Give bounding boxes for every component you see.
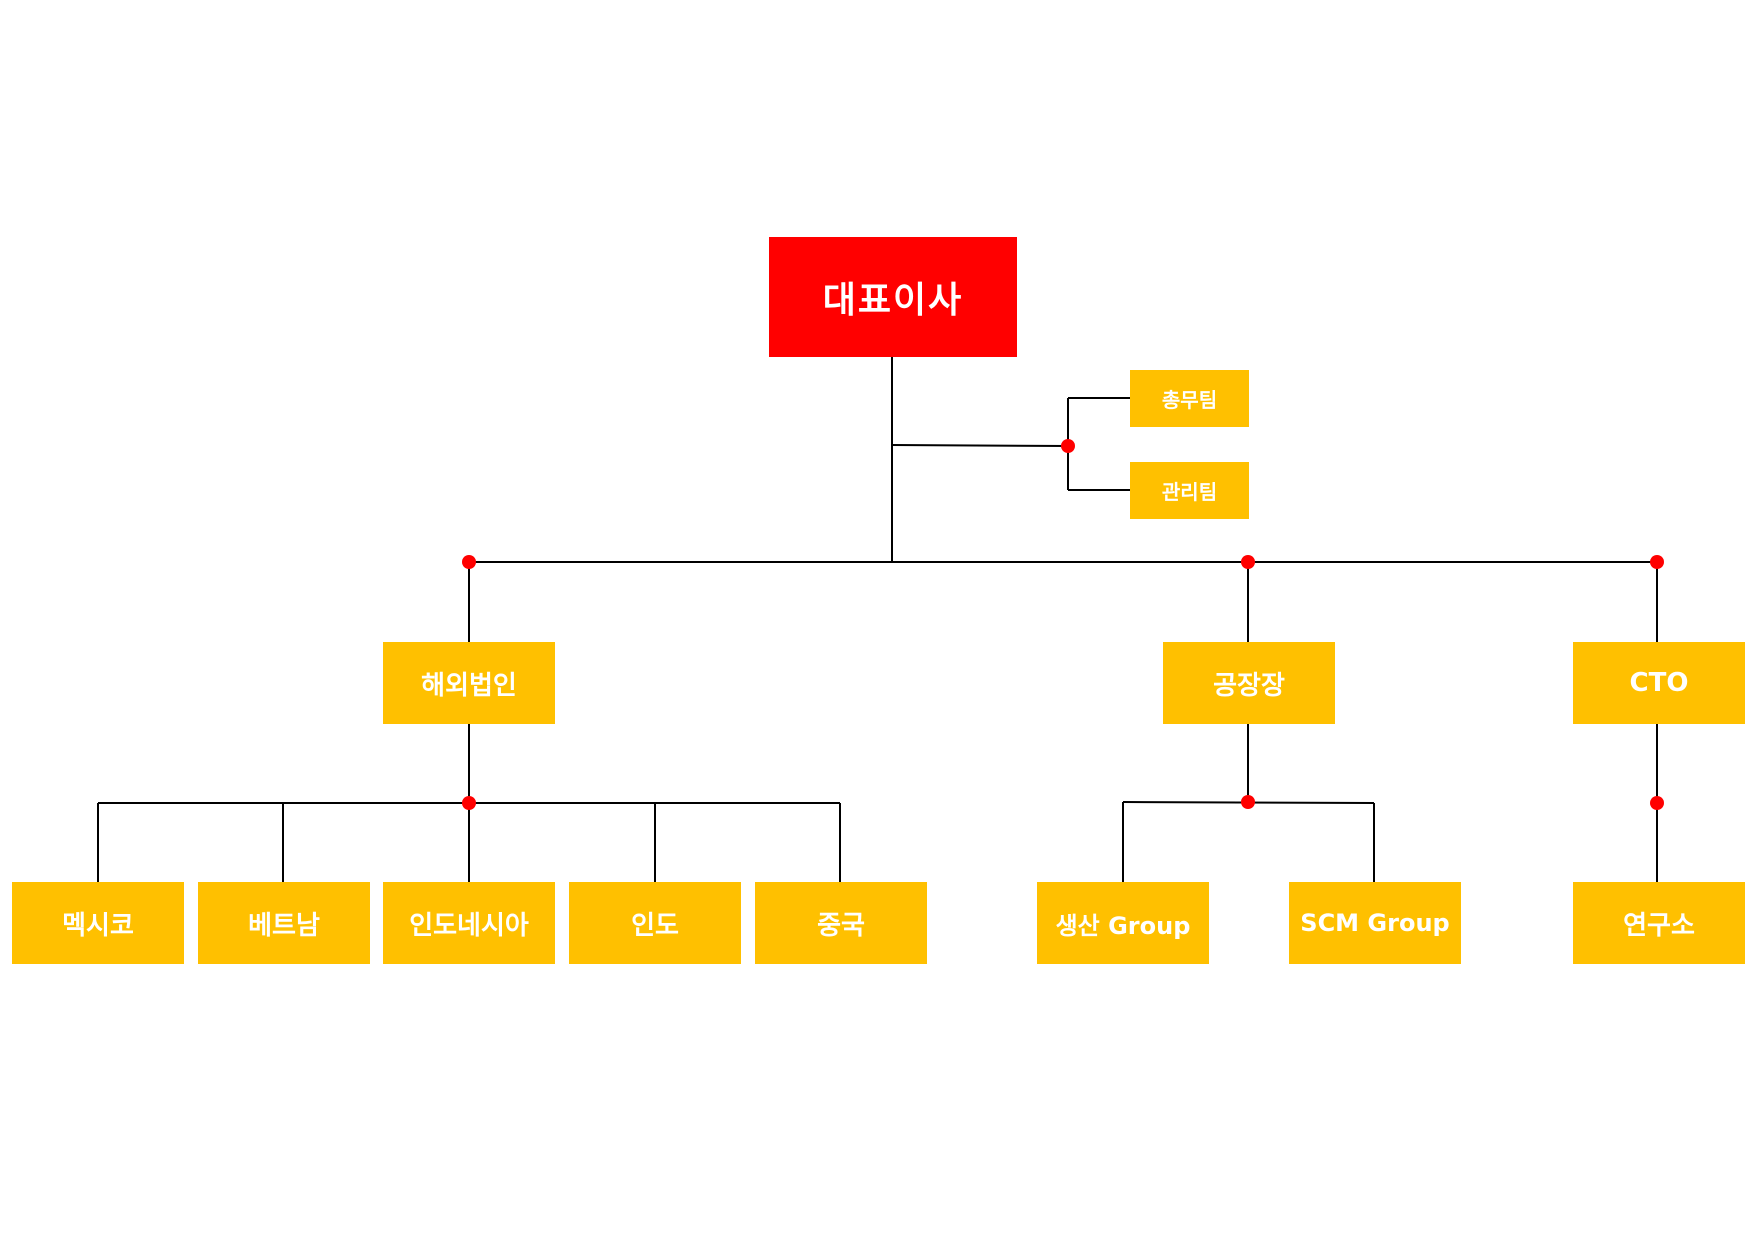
node-factory: 공장장 [1163, 642, 1335, 724]
node-general-affairs: 총무팀 [1130, 370, 1249, 427]
node-management: 관리팀 [1130, 462, 1249, 519]
junction-dot-overseas [462, 555, 476, 569]
node-india: 인도 [569, 882, 741, 964]
junction-dot-groups [1241, 795, 1255, 809]
node-indonesia: 인도네시아 [383, 882, 555, 964]
junction-dot-research [1650, 796, 1664, 810]
connector-ceo-staff [891, 444, 1069, 447]
junction-dot-factory [1241, 555, 1255, 569]
node-production-group: 생산 Group [1037, 882, 1209, 964]
node-mexico: 멕시코 [12, 882, 184, 964]
node-china: 중국 [755, 882, 927, 964]
node-cto: CTO [1573, 642, 1745, 724]
junction-dot-cto [1650, 555, 1664, 569]
node-research: 연구소 [1573, 882, 1745, 964]
junction-dot-staff [1061, 439, 1075, 453]
node-scm-group: SCM Group [1289, 882, 1461, 964]
node-vietnam: 베트남 [198, 882, 370, 964]
node-ceo: 대표이사 [769, 237, 1017, 357]
junction-dot-subsidiaries [462, 796, 476, 810]
node-overseas: 해외법인 [383, 642, 555, 724]
